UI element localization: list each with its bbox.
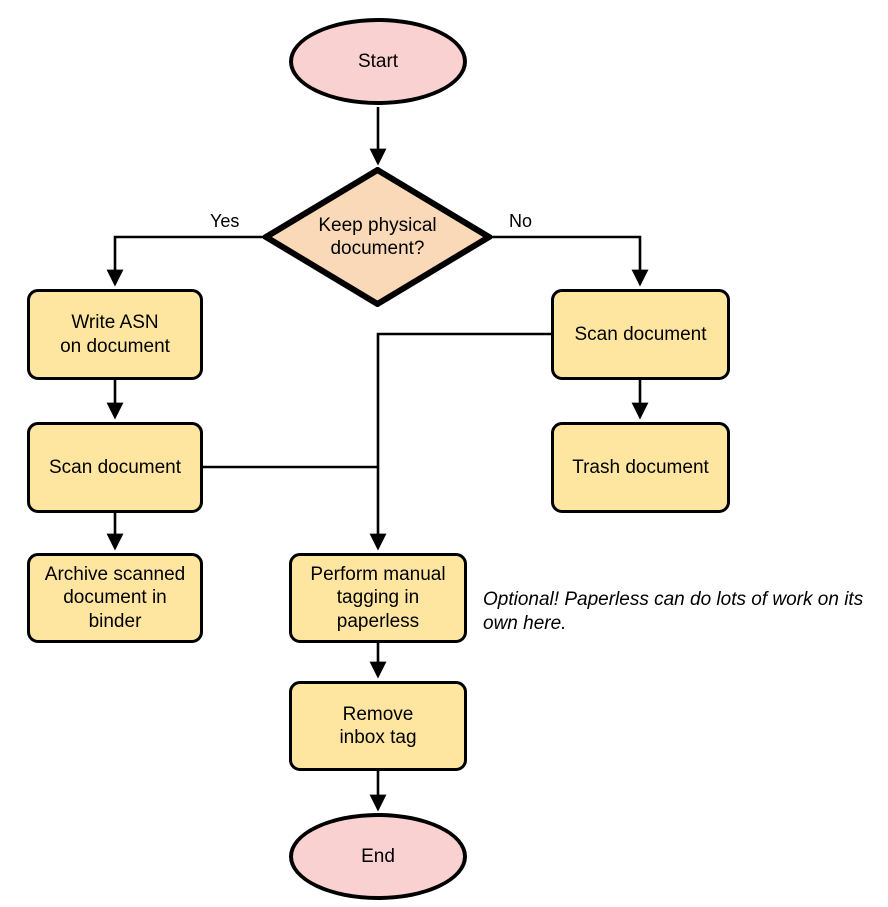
edge-label-yes: Yes xyxy=(210,211,240,231)
optional-note: Optional! Paperless can do lots of work … xyxy=(483,588,883,637)
node-scan-document-left[interactable]: Scan document xyxy=(27,422,203,513)
node-keep-physical-document[interactable]: Keep physical document? xyxy=(263,167,492,307)
node-perform-manual-tagging-in-paperless-label: Perform manual tagging in paperless xyxy=(310,564,446,632)
node-remove-inbox-tag[interactable]: Remove inbox tag xyxy=(289,681,467,771)
diamond-shape xyxy=(263,167,492,307)
node-perform-manual-tagging-in-paperless[interactable]: Perform manual tagging in paperless xyxy=(289,553,467,643)
node-archive-scanned-document-in-binder-label: Archive scanned document in binder xyxy=(44,564,186,632)
node-scan-document-right-label: Scan document xyxy=(574,323,707,345)
node-start[interactable]: Start xyxy=(289,18,467,105)
edge-label-no: No xyxy=(509,211,533,231)
node-end[interactable]: End xyxy=(289,813,467,900)
node-archive-scanned-document-in-binder[interactable]: Archive scanned document in binder xyxy=(27,553,203,643)
node-write-asn-on-document-label: Write ASN on document xyxy=(60,312,170,357)
node-scan-document-right[interactable]: Scan document xyxy=(551,289,730,380)
node-trash-document[interactable]: Trash document xyxy=(551,422,730,513)
node-start-label: Start xyxy=(357,50,399,72)
node-write-asn-on-document[interactable]: Write ASN on document xyxy=(27,289,203,380)
node-end-label: End xyxy=(361,845,395,867)
edge-decision-yes-to-write-asn xyxy=(106,235,263,287)
node-scan-document-left-label: Scan document xyxy=(48,456,182,478)
edge-decision-no-to-scan-right xyxy=(492,235,649,287)
node-keep-physical-document-label: Keep physical document? xyxy=(318,214,437,259)
node-remove-inbox-tag-label: Remove inbox tag xyxy=(339,703,417,748)
edge-scan-right-to-manual-tagging xyxy=(369,332,551,551)
optional-note-text: Optional! Paperless can do lots of work … xyxy=(483,589,864,635)
node-trash-document-label: Trash document xyxy=(572,456,709,478)
